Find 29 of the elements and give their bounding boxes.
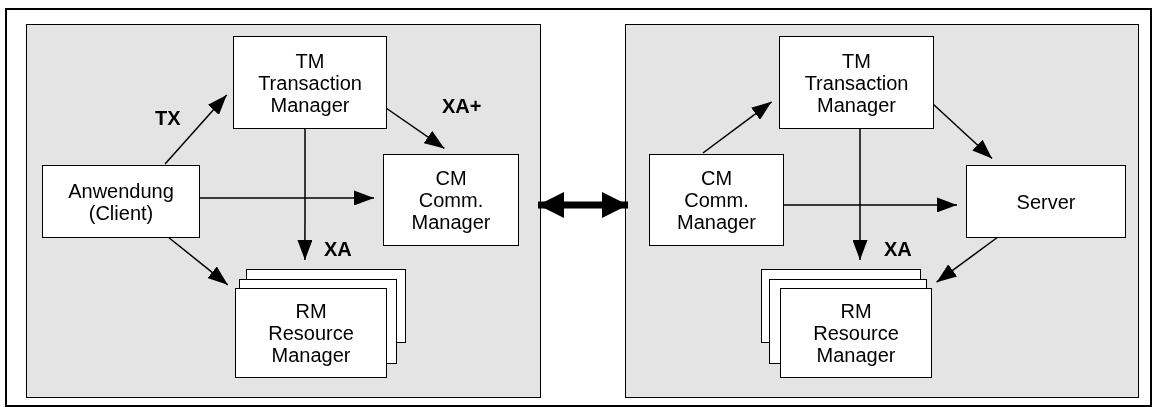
box-label: Server: [1016, 190, 1076, 213]
box-label: RM Resource Manager: [268, 300, 354, 366]
component-box: [42, 165, 200, 238]
box-label: TM Transaction Manager: [258, 49, 362, 116]
arrow: [932, 103, 993, 160]
component-box: [966, 165, 1126, 238]
arrow: [385, 107, 446, 150]
arrow: [935, 236, 999, 283]
arrow: [702, 101, 773, 154]
arrow: [167, 236, 229, 286]
component-box: [649, 154, 784, 246]
box-label: CM Comm. Manager: [677, 167, 756, 233]
system-panel: [625, 24, 1139, 398]
arrow: [198, 190, 375, 206]
box-label: RM Resource Manager: [813, 300, 899, 366]
arrow: [297, 127, 313, 261]
system-panel: [26, 24, 541, 398]
component-box: [233, 36, 387, 129]
box-label: Anwendung (Client): [68, 179, 174, 224]
arrow: [164, 94, 228, 165]
arrow: [782, 197, 958, 213]
component-box: [779, 36, 934, 129]
stacked-boxes: [761, 269, 932, 378]
box-label: TM Transaction Manager: [804, 49, 909, 116]
arrow: [538, 192, 628, 218]
box-label: CM Comm. Manager: [411, 167, 491, 233]
component-box: [383, 154, 519, 246]
arrow: [852, 127, 868, 261]
stacked-boxes: [235, 269, 406, 378]
